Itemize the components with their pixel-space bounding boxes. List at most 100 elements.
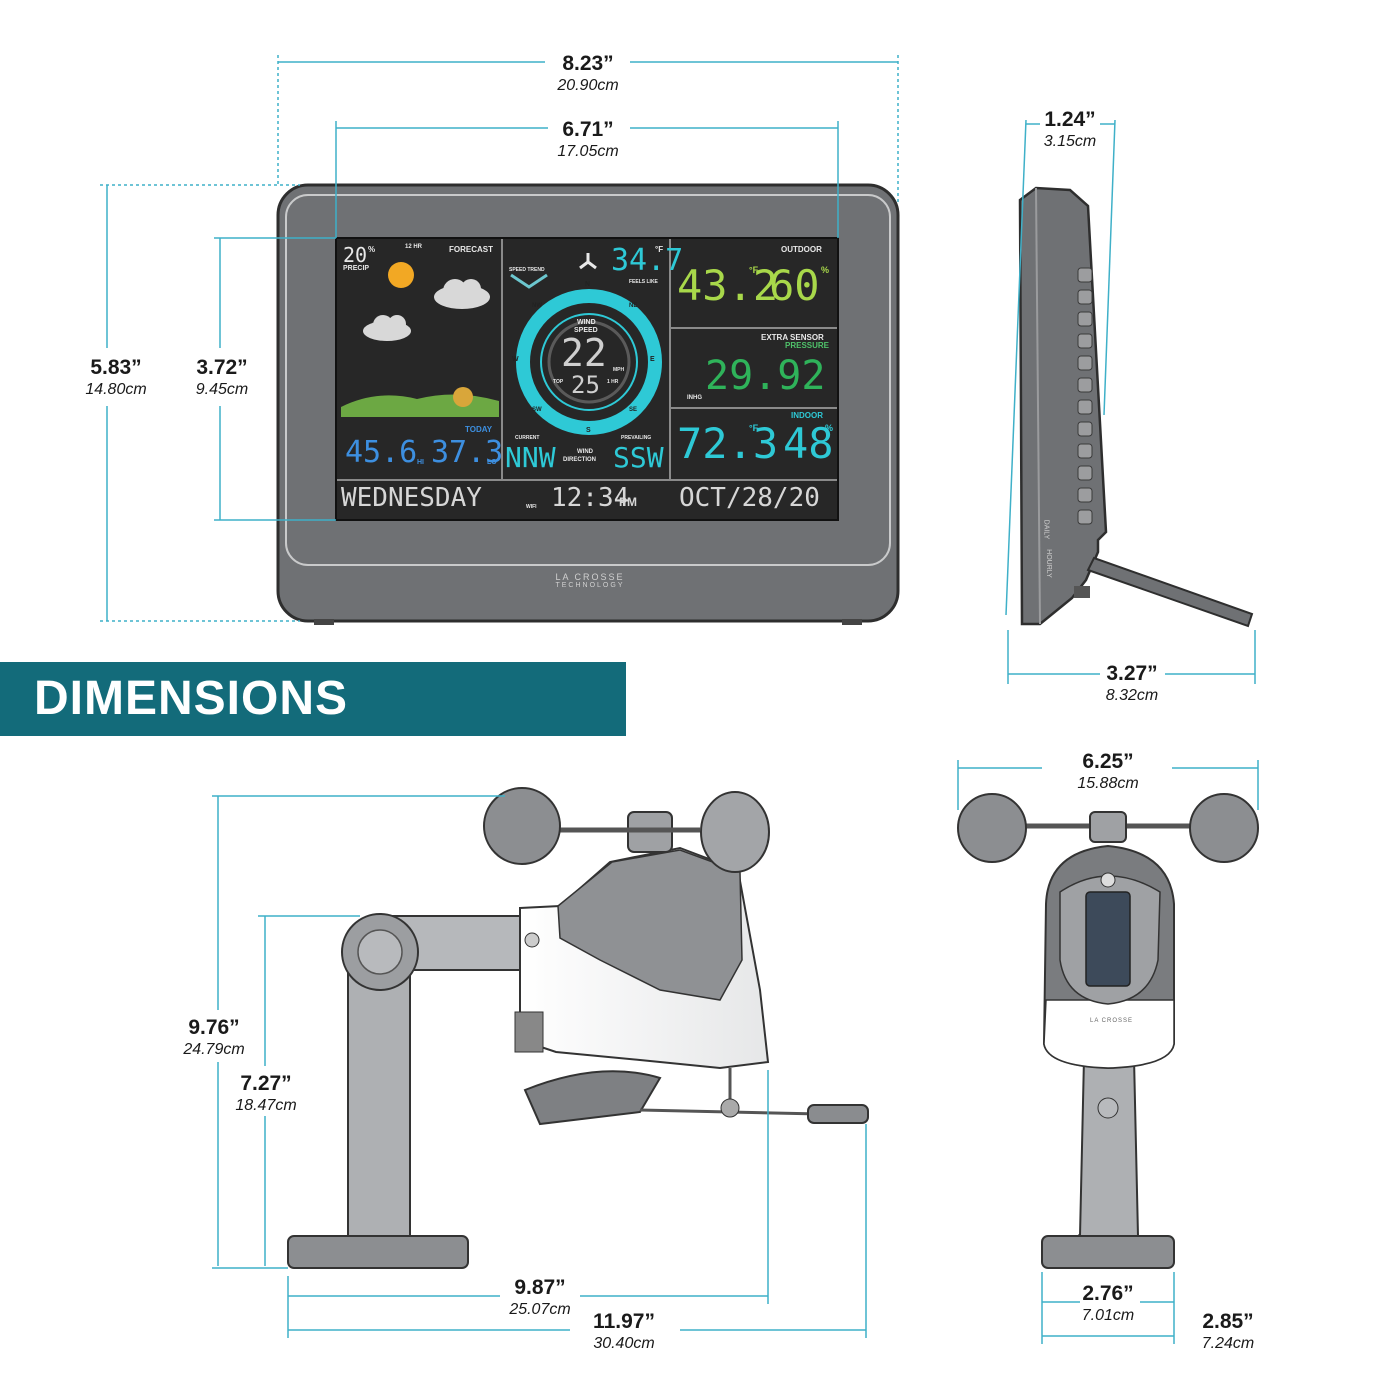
wind-speed: 22 — [561, 331, 607, 375]
speed-trend-arrow-icon — [510, 273, 548, 289]
dim-console-depth-top-in: 1.24” — [1044, 108, 1096, 131]
dim-sensor-length-overall: 11.97” 30.40cm — [593, 1310, 655, 1354]
dim-console-width-overall-in: 8.23” — [562, 52, 614, 75]
day-of-week: WEDNESDAY — [341, 483, 482, 513]
pressure-value: 29.92 — [705, 353, 826, 399]
mph-label: MPH — [613, 367, 625, 373]
dim-sensor-cups-width: 6.25” 15.88cm — [1077, 750, 1138, 794]
pressure-label: PRESSURE — [785, 341, 830, 350]
dim-sensor-height-body: 7.27” 18.47cm — [235, 1072, 296, 1116]
date: OCT/28/20 — [679, 483, 820, 513]
dim-console-height-overall: 5.83” 14.80cm — [85, 356, 146, 400]
outdoor-label: OUTDOOR — [781, 245, 822, 254]
hi-label: HI — [417, 459, 424, 466]
current-label: CURRENT — [515, 435, 540, 441]
dim-console-width-screen-in: 6.71” — [562, 118, 614, 141]
dim-sensor-length-overall-in: 11.97” — [593, 1310, 655, 1333]
dim-sensor-height-body-cm: 18.47cm — [235, 1097, 297, 1114]
dimensions-banner: DIMENSIONS — [0, 662, 626, 736]
dim-sensor-height-overall-in: 9.76” — [188, 1016, 240, 1039]
dim-console-width-screen: 6.71” 17.05cm — [557, 118, 618, 162]
pressure-unit: INHG — [687, 395, 702, 401]
indoor-humidity: 48 — [783, 419, 834, 468]
dim-console-depth-stand: 3.27” 8.32cm — [1106, 662, 1158, 706]
dim-console-depth-top-cm: 3.15cm — [1043, 133, 1097, 150]
outdoor-humidity: 60 — [769, 261, 820, 310]
dim-sensor-base-inner-cm: 7.01cm — [1081, 1307, 1135, 1324]
lo-temp: 37.3 — [431, 435, 504, 470]
brand-logo: LA CROSSE TECHNOLOGY — [540, 572, 640, 589]
dim-sensor-base-inner-in: 2.76” — [1082, 1282, 1134, 1305]
today-label: TODAY — [465, 425, 493, 434]
lcd-divider-vertical-right — [669, 239, 671, 479]
speed-trend-label: SPEED TREND — [509, 267, 545, 273]
compass-sw: SW — [532, 407, 542, 413]
dim-sensor-height-overall: 9.76” 24.79cm — [183, 1016, 244, 1060]
lcd-divider-right-1 — [671, 327, 837, 329]
dim-sensor-length-base-in: 9.87” — [514, 1276, 566, 1299]
dim-console-height-screen-cm: 9.45cm — [195, 381, 249, 398]
outdoor-temp-unit: °F — [749, 265, 759, 275]
extra-sensor-label: EXTRA SENSOR — [761, 333, 824, 342]
lcd-screen: 20 % PRECIP 12 HR FORECAST TODAY 45.6 HI… — [337, 239, 837, 519]
compass-e: E — [650, 356, 655, 363]
time: 12:34 — [551, 483, 630, 513]
lcd-divider-right-2 — [671, 407, 837, 409]
forecast-icon — [341, 262, 499, 417]
fan-icon — [579, 253, 597, 270]
prevailing-direction: SSW — [613, 441, 664, 474]
banner-title: DIMENSIONS — [34, 672, 349, 725]
dim-sensor-length-base-cm: 25.07cm — [509, 1301, 571, 1318]
dim-console-height-overall-in: 5.83” — [90, 356, 142, 379]
dim-sensor-length-overall-cm: 30.40cm — [593, 1335, 655, 1352]
console-dimension-lines — [100, 55, 1256, 684]
lcd-divider-bottom — [337, 479, 837, 481]
wind-direction-label-2: DIRECTION — [563, 457, 596, 463]
precip-value: 20 — [343, 243, 368, 267]
feels-like-value: 34.7 — [611, 243, 684, 278]
precip-label: PRECIP — [343, 265, 370, 272]
one-hr-label: 1 HR — [607, 379, 619, 385]
compass-w: W — [512, 356, 519, 363]
compass-ne: NE — [629, 303, 638, 309]
feels-like-label: FEELS LIKE — [629, 279, 658, 285]
compass-s: S — [586, 427, 591, 434]
sensor-brand: LA CROSSE — [1090, 1018, 1134, 1024]
dim-sensor-cups-width-cm: 15.88cm — [1077, 775, 1139, 792]
wind-speed-label-1: WIND — [577, 319, 596, 326]
wind-sensor-front — [957, 793, 1259, 1269]
compass-se: SE — [629, 407, 638, 413]
wind-compass — [516, 289, 662, 435]
indoor-humidity-unit: % — [825, 423, 834, 433]
time-mode-label: 12 HR — [405, 244, 423, 250]
wind-speed-label-2: SPEED — [574, 327, 598, 334]
precip-unit: % — [368, 245, 376, 254]
ampm: PM — [619, 495, 637, 509]
forecast-label: FORECAST — [449, 245, 493, 254]
lcd-divider-vertical-left — [501, 239, 503, 479]
wind-sensor-side — [287, 787, 869, 1269]
dim-console-depth-stand-in: 3.27” — [1106, 662, 1158, 685]
prevailing-label: PREVAILING — [621, 435, 652, 441]
dim-console-width-overall-cm: 20.90cm — [557, 77, 619, 94]
wifi-label: WIFI — [526, 504, 537, 510]
dim-console-width-overall: 8.23” 20.90cm — [557, 52, 618, 96]
dim-console-height-screen-in: 3.72” — [196, 356, 248, 379]
dim-sensor-length-base: 9.87” 25.07cm — [509, 1276, 570, 1320]
top-label: TOP — [553, 379, 564, 385]
console-side — [1018, 186, 1254, 628]
outdoor-temp: 43.2 — [677, 261, 779, 310]
dim-sensor-base-outer-in: 2.85” — [1202, 1310, 1254, 1333]
dim-sensor-base-outer-cm: 7.24cm — [1201, 1335, 1255, 1352]
compass-n: N — [585, 281, 591, 288]
hi-temp: 45.6 — [345, 435, 418, 470]
dim-sensor-height-overall-cm: 24.79cm — [183, 1041, 245, 1058]
dim-console-width-screen-cm: 17.05cm — [557, 143, 619, 160]
lo-label: LO — [487, 459, 497, 466]
wind-gust: 25 — [571, 371, 600, 399]
feels-like-unit: °F — [655, 245, 664, 254]
dim-console-height-overall-cm: 14.80cm — [85, 381, 147, 398]
dim-console-depth-top: 1.24” 3.15cm — [1044, 108, 1096, 152]
side-button-daily: DAILY — [1042, 519, 1050, 540]
indoor-temp-unit: °F — [749, 423, 759, 433]
